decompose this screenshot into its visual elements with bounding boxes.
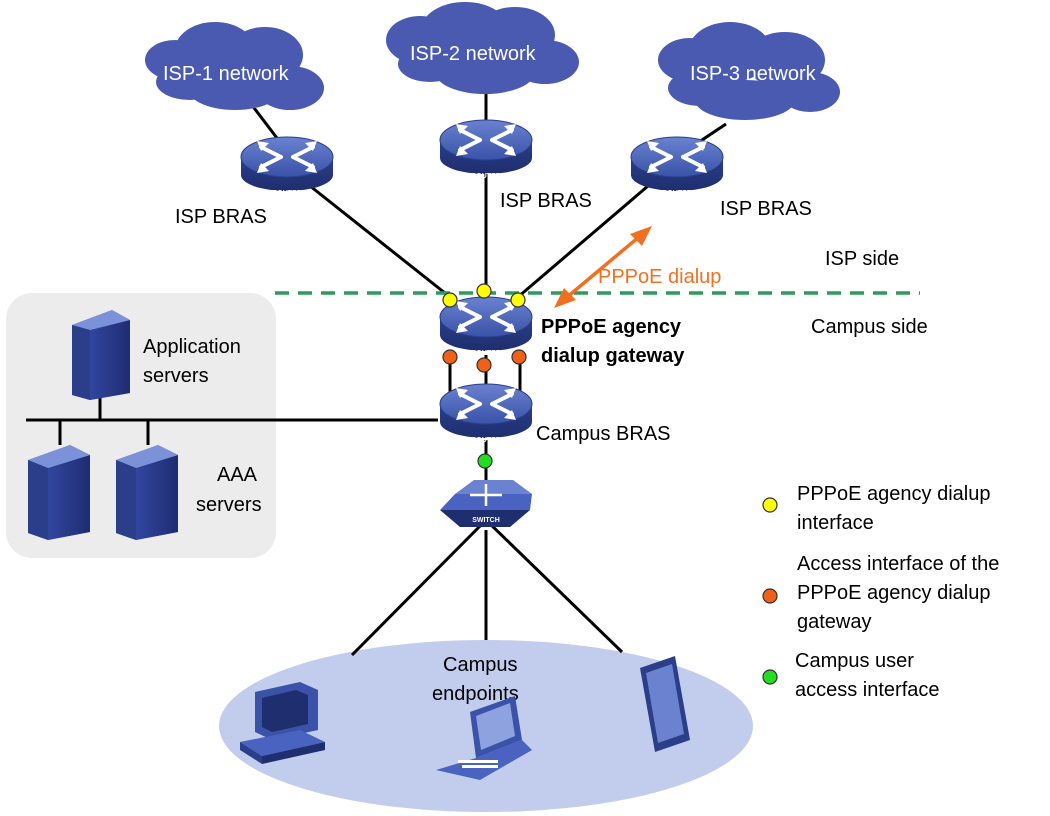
campus-side-label: Campus side <box>811 316 928 338</box>
legend: PPPoE agency dialup interface Access int… <box>762 483 999 701</box>
isp1-bras-label: ISP BRAS <box>175 206 267 228</box>
svg-text:SWITCH: SWITCH <box>472 517 500 524</box>
aaa-servers-label-line1: AAA <box>217 464 258 486</box>
aaa-servers-label-line2: servers <box>196 494 262 516</box>
access-interface-dot-1 <box>442 349 458 365</box>
legend-campus-line2: access interface <box>795 679 940 701</box>
isp-side-label: ISP side <box>825 248 899 270</box>
isp3-cloud <box>658 22 840 120</box>
access-interface-dot-2 <box>476 357 492 373</box>
dialup-interface-dot-1 <box>442 292 458 308</box>
gateway-label-line2: dialup gateway <box>541 345 685 367</box>
isp2-bras-label: ISP BRAS <box>500 190 592 212</box>
legend-dialup-line1: PPPoE agency dialup <box>797 483 990 505</box>
legend-access-line2: PPPoE agency dialup <box>797 582 990 604</box>
legend-dialup-line2: interface <box>797 512 874 534</box>
legend-access-line3: gateway <box>797 611 872 633</box>
gateway-label-line1: PPPoE agency <box>541 316 682 338</box>
campus-access-dot <box>477 453 493 469</box>
isp3-cloud-label: ISP-3 network <box>690 63 817 85</box>
app-servers-label-line1: Application <box>143 336 241 358</box>
svg-text:ROUTER: ROUTER <box>471 173 501 180</box>
legend-campus-dot <box>762 669 778 685</box>
isp3-bras-label: ISP BRAS <box>720 198 812 220</box>
legend-access-line1: Access interface of the <box>797 553 999 575</box>
dialup-interface-dot-2 <box>476 283 492 299</box>
isp2-cloud-label: ISP-2 network <box>410 43 537 65</box>
campus-bras-label: Campus BRAS <box>536 423 671 445</box>
access-interface-dot-3 <box>511 349 527 365</box>
aaa-server-2 <box>116 445 178 540</box>
aaa-server-1 <box>28 445 90 540</box>
isp2-router: ROUTER <box>438 118 534 180</box>
campus-switch: SWITCH <box>440 480 532 527</box>
endpoints-label-line1: Campus <box>443 654 517 676</box>
isp3-router: ROUTER <box>629 135 725 197</box>
laptop <box>436 696 532 780</box>
isp1-router: ROUTER <box>239 135 335 197</box>
isp1-cloud-label: ISP-1 network <box>163 63 290 85</box>
legend-campus-line1: Campus user <box>795 650 914 672</box>
svg-text:ROUTER: ROUTER <box>471 437 501 444</box>
isp1-cloud <box>145 22 324 110</box>
legend-dialup-dot <box>762 497 778 513</box>
pppoe-gateway-router: ROUTER <box>438 295 534 357</box>
svg-text:ROUTER: ROUTER <box>662 190 692 197</box>
svg-text:ROUTER: ROUTER <box>272 190 302 197</box>
interface-dots <box>442 283 527 469</box>
application-server <box>72 310 130 400</box>
pppoe-dialup-label: PPPoE dialup <box>598 266 721 288</box>
desktop-pc <box>240 682 325 764</box>
isp2-cloud <box>386 2 579 94</box>
campus-bras-router: ROUTER <box>438 382 534 444</box>
pppoe-dialup-arrow <box>554 226 652 308</box>
legend-access-dot <box>762 588 778 604</box>
dialup-interface-dot-3 <box>510 292 526 308</box>
app-servers-label-line2: servers <box>143 365 209 387</box>
svg-text:ROUTER: ROUTER <box>471 350 501 357</box>
endpoints-label-line2: endpoints <box>432 683 519 705</box>
tablet <box>640 656 690 752</box>
